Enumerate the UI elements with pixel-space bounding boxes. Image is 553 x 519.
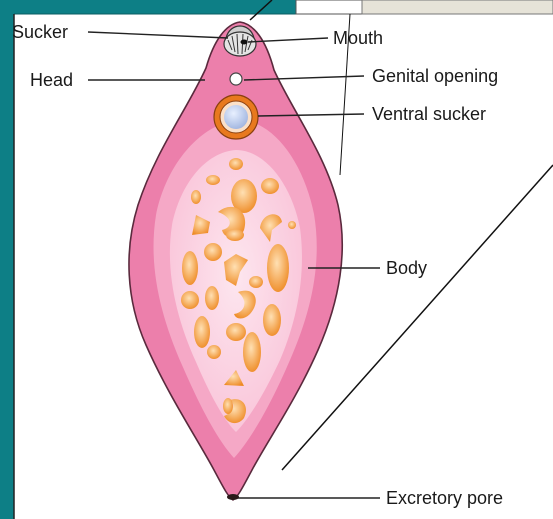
label-excretory-pore: Excretory pore (386, 488, 503, 508)
genital-opening (230, 73, 242, 85)
label-genital-opening: Genital opening (372, 66, 498, 86)
excretory-pore (227, 494, 239, 500)
label-ventral-sucker: Ventral sucker (372, 104, 486, 124)
label-head: Head (30, 70, 73, 90)
label-body: Body (386, 258, 427, 278)
label-mouth: Mouth (333, 28, 383, 48)
ventral-sucker (214, 95, 258, 139)
leader-sucker (88, 32, 228, 38)
label-sucker: Sucker (12, 22, 68, 42)
mouth-opening (241, 40, 248, 45)
